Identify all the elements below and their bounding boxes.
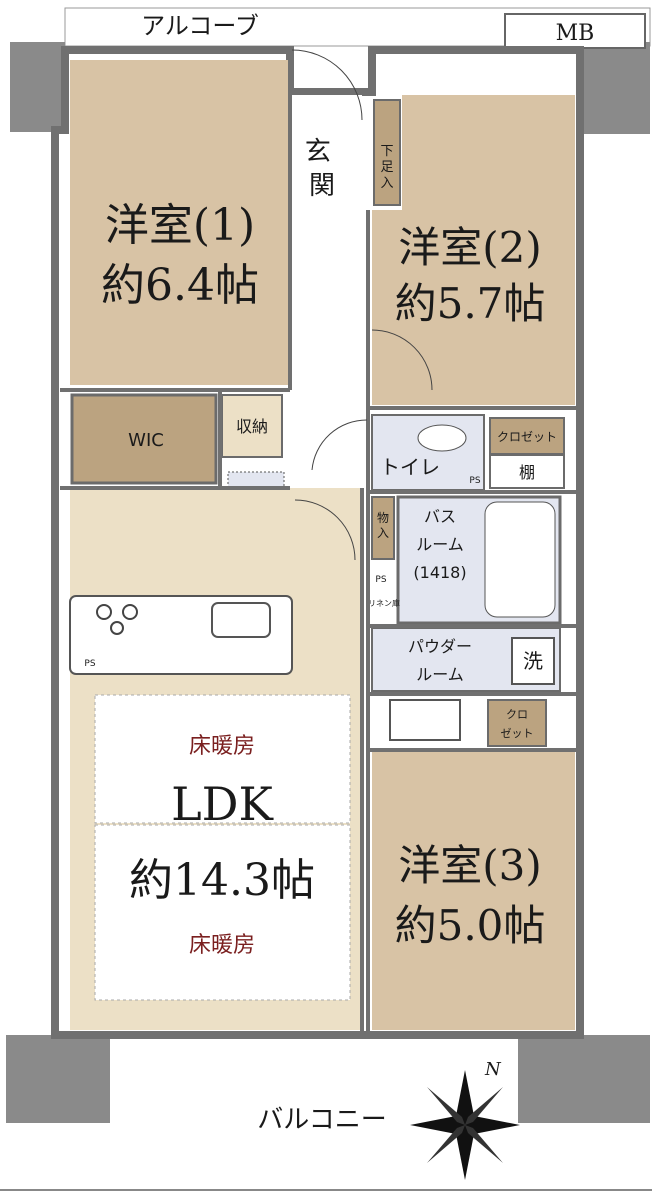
shelf-area — [489, 454, 565, 489]
vanity-area — [389, 699, 461, 741]
floor-heating-label-2: 床暖房 — [189, 933, 255, 958]
compass-icon — [410, 1070, 520, 1180]
washer-box — [511, 637, 555, 685]
interior-walls — [60, 50, 580, 1035]
room1-name: 洋室(1) — [105, 200, 255, 251]
floor-heating-lower — [94, 824, 351, 1001]
storage-label: 収納 — [236, 417, 268, 436]
bath-line2: ルーム — [416, 535, 464, 554]
storage-area — [221, 394, 283, 458]
floor-heating-upper — [94, 694, 351, 824]
room3-area — [372, 752, 575, 1030]
floor-heating-label-1: 床暖房 — [189, 734, 255, 759]
kitchen-sink-icon — [211, 602, 271, 638]
room1-area — [70, 60, 288, 385]
linen-label: リネン庫 — [368, 598, 400, 608]
ps-bath-label: PS — [375, 575, 386, 585]
storage2-area — [371, 496, 395, 560]
entrance-char-1: 玄 — [305, 137, 331, 167]
balcony-label: バルコニー — [257, 1105, 386, 1135]
closet-label: クロゼット — [497, 430, 557, 444]
north-label: N — [484, 1059, 502, 1080]
entrance-char-2: 関 — [309, 171, 335, 201]
closet2-area — [487, 699, 547, 747]
powder-line2: ルーム — [416, 665, 464, 684]
closet-area — [489, 417, 565, 455]
alcove-label: アルコーブ — [141, 12, 259, 40]
room2-size: 約5.7帖 — [395, 279, 546, 328]
wic-label: WIC — [128, 430, 164, 451]
closet2-line2: ゼット — [501, 727, 534, 740]
room2-name: 洋室(2) — [398, 223, 542, 272]
closet2-line1: クロ — [506, 708, 528, 721]
shelf-label: 棚 — [519, 463, 535, 482]
toilet-label: トイレ — [380, 455, 440, 479]
bathtub-icon — [484, 501, 556, 618]
room3-size: 約5.0帖 — [395, 901, 546, 950]
ps-kitchen-label: PS — [84, 659, 95, 669]
entrance-label: 玄 関 — [305, 137, 339, 201]
stove-burner-icon — [96, 604, 112, 620]
room2-area — [372, 210, 575, 405]
wic-area — [70, 393, 218, 485]
stove-burner-icon — [110, 621, 124, 635]
room3-name: 洋室(3) — [398, 841, 542, 890]
alcove-outline — [64, 7, 651, 47]
door-swings — [291, 49, 433, 561]
powder-line1: パウダー — [408, 637, 472, 656]
ldk-label: LDK — [171, 777, 274, 831]
shoe-storage — [373, 99, 401, 206]
toilet-bowl-icon — [417, 424, 467, 452]
stove-burner-icon — [122, 604, 138, 620]
mb-label: MB — [556, 21, 595, 46]
washer-label: 洗 — [523, 649, 543, 673]
entrance-area — [292, 95, 362, 235]
shoe-storage-label: 下足入 — [380, 144, 393, 191]
bath-line1: バス — [424, 507, 456, 526]
ps-toilet-label: PS — [469, 476, 480, 486]
room2-notch — [402, 95, 575, 210]
storage2-label: 物入 — [377, 511, 389, 540]
bath-size: (1418) — [413, 563, 466, 582]
ldk-size: 約14.3帖 — [129, 855, 315, 906]
room1-size: 約6.4帖 — [101, 260, 259, 311]
